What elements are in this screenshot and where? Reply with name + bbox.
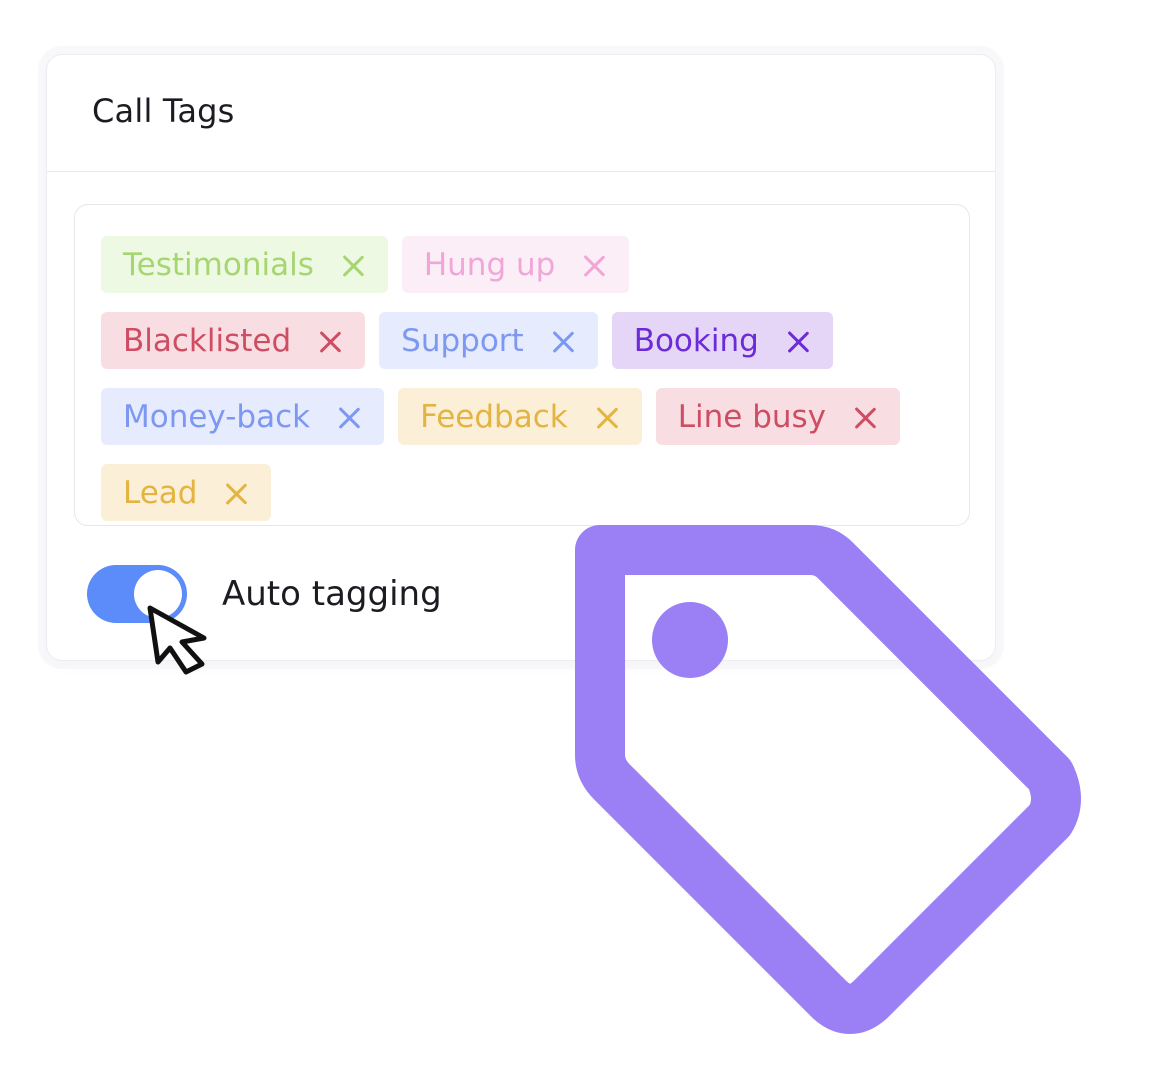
panel-header: Call Tags: [47, 55, 995, 172]
remove-tag-icon[interactable]: [317, 328, 343, 354]
remove-tag-icon[interactable]: [550, 328, 576, 354]
arrow-cursor-icon: [147, 605, 207, 675]
tag-label: Hung up: [423, 246, 556, 283]
tag-chip[interactable]: Lead: [101, 464, 272, 521]
tag-chip[interactable]: Money-back: [101, 388, 385, 445]
tag-label: Blacklisted: [123, 322, 292, 359]
remove-tag-icon[interactable]: [852, 404, 878, 430]
tag-list-box[interactable]: Testimonials Hung up Blacklisted Support…: [74, 204, 970, 526]
tag-label: Line busy: [677, 398, 827, 435]
tag-label: Lead: [123, 474, 198, 511]
auto-tagging-toggle[interactable]: [87, 565, 187, 623]
remove-tag-icon[interactable]: [223, 480, 249, 506]
remove-tag-icon[interactable]: [594, 404, 620, 430]
tag-label: Booking: [633, 322, 759, 359]
tag-chip[interactable]: Booking: [611, 312, 833, 369]
tag-chip[interactable]: Feedback: [398, 388, 642, 445]
tag-list: Testimonials Hung up Blacklisted Support…: [101, 236, 901, 521]
auto-tagging-row: Auto tagging: [87, 565, 442, 623]
panel-title: Call Tags: [92, 92, 235, 130]
tag-chip[interactable]: Blacklisted: [101, 312, 366, 369]
tag-label: Testimonials: [123, 246, 314, 283]
remove-tag-icon[interactable]: [336, 404, 362, 430]
remove-tag-icon[interactable]: [785, 328, 811, 354]
price-tag-icon: [575, 525, 1081, 1034]
tag-label: Feedback: [420, 398, 568, 435]
remove-tag-icon[interactable]: [581, 252, 607, 278]
tag-label: Support: [401, 322, 524, 359]
remove-tag-icon[interactable]: [340, 252, 366, 278]
auto-tagging-label: Auto tagging: [222, 574, 442, 614]
tag-chip[interactable]: Support: [379, 312, 598, 369]
tag-chip[interactable]: Testimonials: [101, 236, 388, 293]
tag-chip[interactable]: Line busy: [655, 388, 901, 445]
tag-chip[interactable]: Hung up: [401, 236, 630, 293]
call-tags-panel: Call Tags Testimonials Hung up Blacklist…: [46, 54, 996, 661]
tag-label: Money-back: [123, 398, 311, 435]
